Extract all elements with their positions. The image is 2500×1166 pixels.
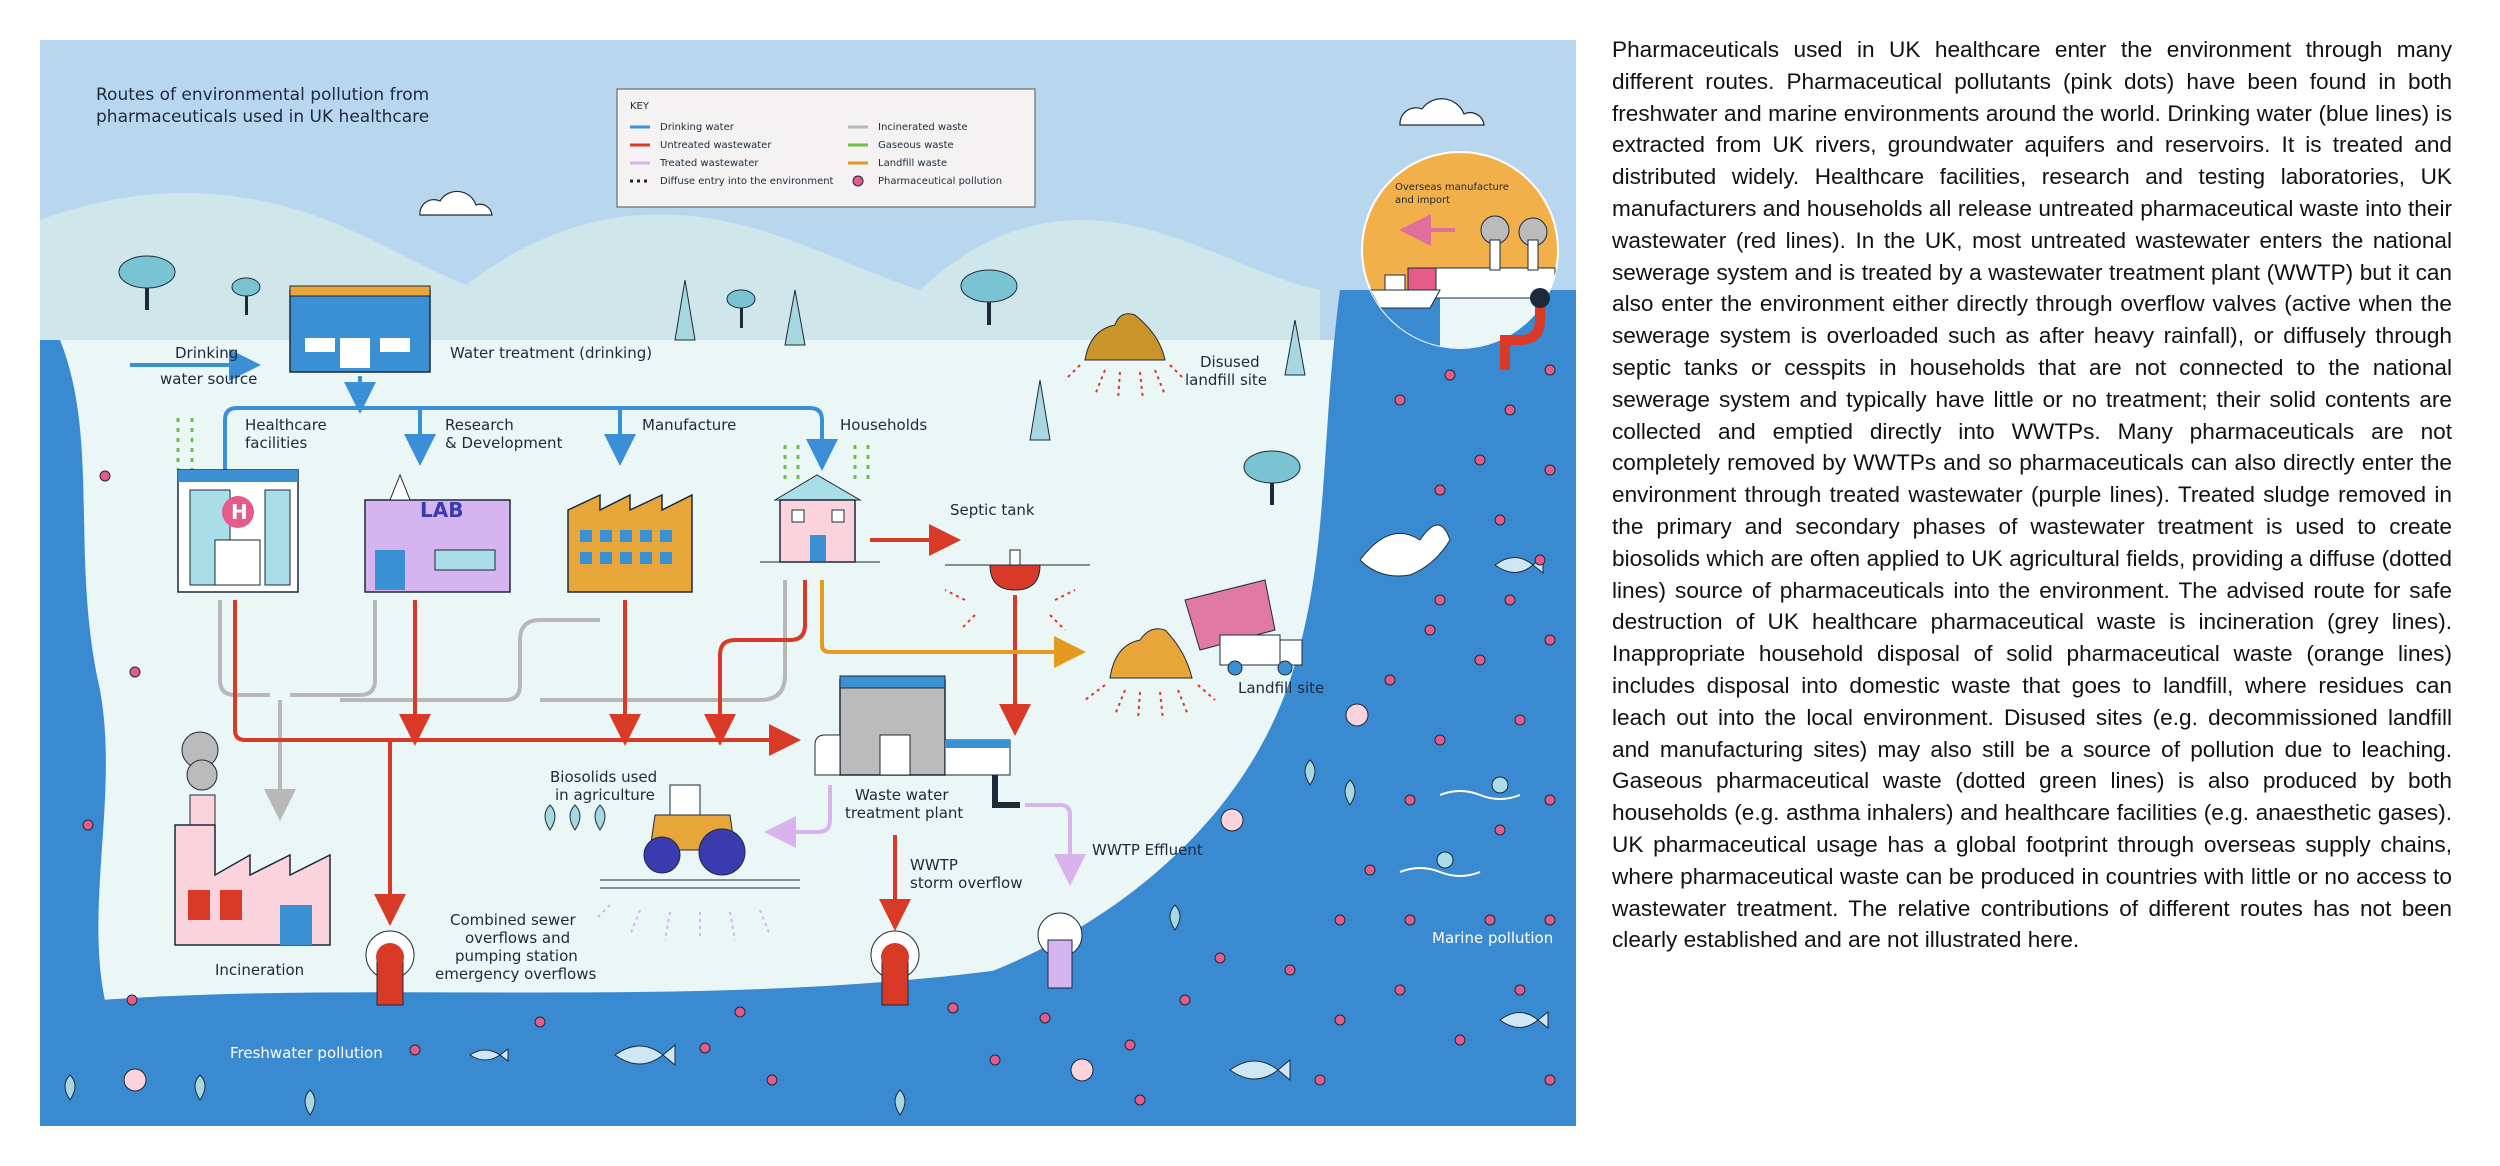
drinking-source-label-1: Drinking: [175, 344, 238, 362]
cloud: [419, 98, 1485, 216]
pollution-dots: [82, 364, 1556, 1106]
healthcare-label-1: Healthcare: [245, 416, 327, 434]
hospital-building: H: [177, 469, 299, 593]
overseas-label-1: Overseas manufacture: [1395, 182, 1509, 193]
overseas-inset: [1361, 151, 1559, 370]
truck: [1184, 579, 1303, 676]
diagram-title-line-2: pharmaceuticals used in UK healthcare: [96, 107, 429, 127]
research-label-1: Research: [445, 416, 514, 434]
septic-tank: [945, 549, 1090, 591]
hospital-h-letter: H: [231, 500, 248, 524]
wwtp-building: [814, 675, 1020, 808]
seagull-icon: [1359, 524, 1451, 577]
healthcare-label-2: facilities: [245, 434, 307, 452]
combined-sewer-outfall: [365, 930, 415, 1006]
combined-sewer-label-2: overflows and: [465, 929, 570, 947]
disused-landfill-mound: [1084, 313, 1166, 361]
key-heading: KEY: [630, 101, 650, 112]
disused-label-2: landfill site: [1185, 371, 1267, 389]
research-label-2: & Development: [445, 434, 563, 452]
lab-building: LAB: [364, 473, 511, 593]
key-item-label: Untreated wastewater: [660, 140, 772, 151]
manufacture-building: [567, 493, 693, 593]
landfill-mound: [1109, 628, 1193, 679]
marine-pollution-label: Marine pollution: [1432, 929, 1553, 947]
swimmer-icon: [1399, 776, 1521, 877]
plant-icon: [64, 759, 1356, 1116]
flower-icon: [123, 703, 1369, 1092]
key-item-label: Diffuse entry into the environment: [660, 176, 834, 187]
key-item-label: Drinking water: [660, 122, 735, 133]
key-item-label: Gaseous waste: [878, 140, 954, 151]
disused-label-1: Disused: [1200, 353, 1260, 371]
biosolids-label-1: Biosolids used: [550, 768, 657, 786]
wwtp-label-2: treatment plant: [845, 804, 963, 822]
key-item-label: Treated wastewater: [659, 158, 759, 169]
tractor: [600, 784, 800, 889]
key-item-label: Pharmaceutical pollution: [878, 176, 1002, 187]
combined-sewer-label-1: Combined sewer: [450, 911, 577, 929]
description-text: Pharmaceuticals used in UK healthcare en…: [1612, 37, 2452, 953]
lab-sign: LAB: [420, 498, 463, 522]
drinking-source-label-2: water source: [160, 370, 257, 388]
overseas-label-2: and import: [1395, 195, 1450, 206]
sea: [940, 290, 1576, 1126]
incinerator-building: [174, 731, 331, 946]
septic-tank-label: Septic tank: [950, 501, 1035, 519]
wwtp-effluent-label: WWTP Effluent: [1092, 841, 1203, 859]
diagram-title-line-1: Routes of environmental pollution from: [96, 85, 429, 105]
pollution-routes-diagram: Routes of environmental pollution from p…: [40, 40, 1576, 1126]
tree: [118, 255, 1306, 505]
wwtp-label-1: Waste water: [855, 786, 949, 804]
combined-sewer-label-3: pumping station: [455, 947, 578, 965]
storm-overflow-outfall: [870, 930, 920, 1006]
fish-icon: [469, 555, 1549, 1082]
storm-overflow-label-2: storm overflow: [910, 874, 1023, 892]
key-swatch: [852, 175, 864, 187]
water-treatment-label: Water treatment (drinking): [450, 344, 652, 362]
combined-sewer-label-4: emergency overflows: [435, 965, 596, 983]
water-treatment-building: [289, 285, 431, 373]
biosolids-label-2: in agriculture: [555, 786, 655, 804]
key-item-label: Landfill waste: [878, 158, 947, 169]
incineration-label: Incineration: [215, 961, 304, 979]
storm-overflow-label-1: WWTP: [910, 856, 958, 874]
house: [760, 474, 880, 563]
landfill-site-label: Landfill site: [1238, 679, 1324, 697]
effluent-outfall: [1037, 912, 1083, 989]
households-label: Households: [840, 416, 927, 434]
key-item-label: Incinerated waste: [878, 122, 967, 133]
manufacture-label: Manufacture: [642, 416, 736, 434]
freshwater-pollution-label: Freshwater pollution: [230, 1044, 383, 1062]
